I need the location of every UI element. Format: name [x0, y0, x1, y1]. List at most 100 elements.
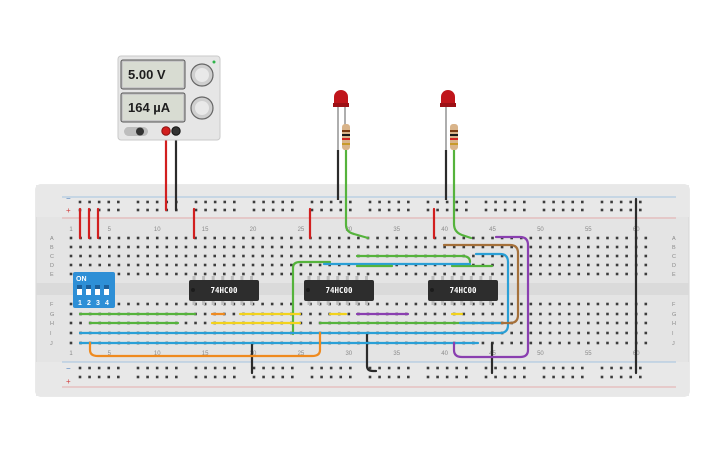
rail-hole[interactable] [581, 375, 584, 379]
breadboard-hole[interactable] [405, 236, 408, 240]
rail-hole[interactable] [465, 375, 468, 379]
wires[interactable] [78, 130, 638, 375]
breadboard-hole[interactable] [596, 302, 600, 306]
rail-hole[interactable] [117, 208, 120, 212]
breadboard-hole[interactable] [79, 254, 82, 258]
rail-hole[interactable] [88, 375, 91, 379]
breadboard-hole[interactable] [481, 302, 485, 306]
breadboard-hole[interactable] [539, 302, 542, 306]
rail-hole[interactable] [368, 208, 372, 212]
rail-hole[interactable] [619, 200, 623, 204]
breadboard-hole[interactable] [596, 272, 600, 276]
rail-hole[interactable] [465, 208, 468, 212]
breadboard-hole[interactable] [165, 302, 169, 306]
breadboard-hole[interactable] [587, 302, 590, 306]
breadboard-hole[interactable] [261, 245, 264, 249]
rail-hole[interactable] [213, 200, 217, 204]
breadboard-hole[interactable] [606, 312, 609, 316]
rail-hole[interactable] [610, 366, 613, 370]
breadboard-hole[interactable] [577, 272, 581, 276]
breadboard-hole[interactable] [424, 236, 427, 240]
breadboard-hole[interactable] [136, 302, 140, 306]
breadboard-hole[interactable] [481, 254, 485, 258]
rail-hole[interactable] [349, 375, 352, 379]
breadboard-hole[interactable] [567, 254, 571, 258]
rail-hole[interactable] [571, 208, 575, 212]
breadboard-hole[interactable] [270, 272, 274, 276]
breadboard-hole[interactable] [385, 302, 389, 306]
rail-hole[interactable] [484, 366, 488, 370]
breadboard-hole[interactable] [462, 312, 466, 316]
breadboard-hole[interactable] [385, 272, 389, 276]
rail-hole[interactable] [310, 208, 314, 212]
breadboard-hole[interactable] [318, 254, 322, 258]
rail-hole[interactable] [310, 375, 314, 379]
led-1[interactable] [333, 90, 350, 200]
breadboard-hole[interactable] [136, 245, 140, 249]
rail-hole[interactable] [320, 200, 323, 204]
rail-hole[interactable] [455, 208, 459, 212]
breadboard-hole[interactable] [625, 312, 628, 316]
breadboard-hole[interactable] [491, 254, 494, 258]
breadboard-hole[interactable] [500, 302, 504, 306]
rail-hole[interactable] [503, 208, 507, 212]
breadboard-hole[interactable] [625, 245, 628, 249]
breadboard-hole[interactable] [222, 272, 226, 276]
breadboard-hole[interactable] [155, 263, 159, 267]
rail-hole[interactable] [619, 375, 623, 379]
breadboard-hole[interactable] [625, 331, 628, 335]
breadboard-hole[interactable] [644, 254, 648, 258]
breadboard-hole[interactable] [127, 236, 130, 240]
breadboard-hole[interactable] [280, 272, 284, 276]
rail-hole[interactable] [503, 200, 507, 204]
breadboard-hole[interactable] [625, 302, 628, 306]
breadboard-hole[interactable] [328, 254, 331, 258]
breadboard-hole[interactable] [184, 272, 188, 276]
breadboard-hole[interactable] [203, 245, 207, 249]
breadboard-hole[interactable] [347, 245, 351, 249]
rail-hole[interactable] [271, 200, 275, 204]
breadboard-hole[interactable] [146, 236, 149, 240]
breadboard-hole[interactable] [405, 302, 408, 306]
breadboard-hole[interactable] [644, 236, 648, 240]
breadboard-hole[interactable] [261, 302, 264, 306]
breadboard-hole[interactable] [127, 254, 130, 258]
breadboard-hole[interactable] [500, 272, 504, 276]
rail-hole[interactable] [378, 366, 381, 370]
rail-hole[interactable] [204, 208, 207, 212]
breadboard-hole[interactable] [232, 312, 236, 316]
breadboard-hole[interactable] [117, 272, 121, 276]
breadboard-hole[interactable] [299, 302, 303, 306]
breadboard-hole[interactable] [644, 331, 648, 335]
rail-hole[interactable] [436, 375, 439, 379]
breadboard-hole[interactable] [270, 302, 274, 306]
breadboard-hole[interactable] [558, 341, 561, 345]
rail-hole[interactable] [223, 366, 227, 370]
breadboard-hole[interactable] [529, 245, 533, 249]
breadboard-hole[interactable] [500, 263, 504, 267]
rail-hole[interactable] [175, 375, 178, 379]
breadboard-hole[interactable] [462, 302, 466, 306]
breadboard-hole[interactable] [615, 321, 619, 325]
psu-positive-terminal[interactable] [161, 126, 171, 136]
rail-hole[interactable] [146, 375, 149, 379]
rail-hole[interactable] [281, 208, 285, 212]
rail-hole[interactable] [252, 208, 256, 212]
rail-hole[interactable] [194, 200, 198, 204]
breadboard-hole[interactable] [318, 236, 322, 240]
breadboard-hole[interactable] [606, 254, 609, 258]
rail-hole[interactable] [252, 200, 256, 204]
breadboard-hole[interactable] [79, 263, 82, 267]
rail-hole[interactable] [542, 366, 546, 370]
breadboard-hole[interactable] [510, 302, 513, 306]
rail-hole[interactable] [233, 366, 236, 370]
breadboard-hole[interactable] [280, 302, 284, 306]
breadboard-hole[interactable] [558, 236, 561, 240]
rail-hole[interactable] [426, 375, 430, 379]
breadboard-hole[interactable] [491, 302, 494, 306]
breadboard-hole[interactable] [596, 341, 600, 345]
breadboard-hole[interactable] [500, 254, 504, 258]
breadboard-hole[interactable] [558, 254, 561, 258]
breadboard-hole[interactable] [596, 331, 600, 335]
rail-hole[interactable] [233, 208, 236, 212]
